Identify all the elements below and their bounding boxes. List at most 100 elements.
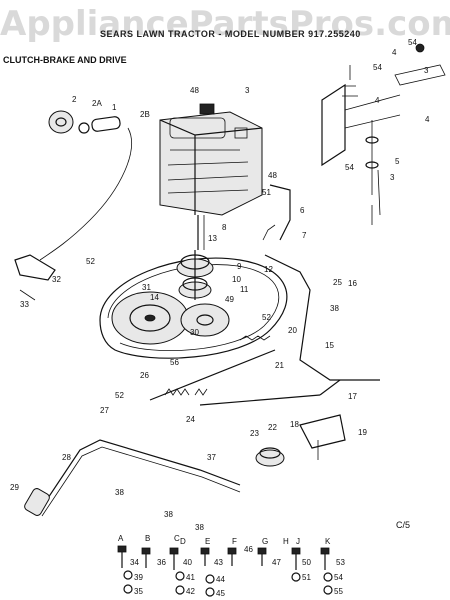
callout-40c: 38	[164, 510, 173, 519]
lower-idler-pulley	[255, 447, 285, 467]
callout-16: 14	[150, 293, 159, 302]
callout-40: 38	[330, 304, 339, 313]
hw-42: 40	[183, 558, 192, 567]
callout-6b: 4	[425, 115, 430, 124]
brake-lever	[14, 254, 56, 301]
callout-54b: 52	[262, 313, 271, 322]
callout-5: 3	[424, 66, 429, 75]
section-title: CLUTCH-BRAKE AND DRIVE	[3, 55, 127, 65]
callout-34: 32	[52, 275, 61, 284]
hw-48: 46	[244, 545, 253, 554]
hw-letter-e: E	[205, 537, 210, 546]
idler-pulley-assembly	[39, 110, 132, 261]
callout-2b: 2B	[140, 110, 150, 119]
callout-19: 17	[348, 392, 357, 401]
hw-36: 34	[130, 558, 139, 567]
callout-54: 52	[86, 257, 95, 266]
callout-58: 56	[170, 358, 179, 367]
corner-code: C/5	[396, 520, 411, 530]
callout-24: 22	[268, 423, 277, 432]
callout-31: 29	[10, 483, 19, 492]
belt-guard	[99, 257, 288, 359]
callout-40b: 38	[115, 488, 124, 497]
callout-33: 31	[142, 283, 151, 292]
callout-18: 16	[348, 279, 357, 288]
hw-letter-b: B	[145, 534, 150, 543]
hw-letter-f: F	[232, 537, 237, 546]
callout-4: 4	[392, 48, 397, 57]
callout-1: 1	[112, 103, 117, 112]
bracket	[299, 414, 346, 460]
callout-53: 51	[262, 188, 271, 197]
hw-43: 41	[186, 573, 195, 582]
hw-55: 53	[336, 558, 345, 567]
linkage-rod	[262, 224, 380, 381]
callout-14: 12	[264, 265, 273, 274]
hw-letter-c: C	[174, 534, 180, 543]
hw-letter-a: A	[118, 534, 124, 543]
callout-26: 24	[186, 415, 195, 424]
callout-39: 37	[207, 453, 216, 462]
callout-15: 13	[208, 234, 217, 243]
shift-rod	[24, 439, 241, 517]
callout-22: 20	[288, 326, 297, 335]
hw-47: 45	[216, 589, 225, 598]
engine-shaft	[197, 215, 205, 250]
callout-labels: 2 2A 1 2B 48 3 54 4 3 54 4 4 5 54 3 6 7 …	[10, 38, 430, 532]
hw-letter-j: J	[296, 537, 300, 546]
hw-letter-k: K	[325, 537, 331, 546]
callout-6: 4	[375, 96, 380, 105]
hw-41: 39	[134, 573, 143, 582]
callout-8: 6	[300, 206, 305, 215]
callout-21: 19	[358, 428, 367, 437]
right-hardware-stack	[269, 43, 446, 241]
callout-10: 8	[222, 223, 227, 232]
hw-46: 44	[216, 575, 225, 584]
callout-30: 28	[62, 453, 71, 462]
diagram-header: SEARS LAWN TRACTOR - MODEL NUMBER 917.25…	[100, 29, 361, 39]
watermark: AppliancePartsPros.com	[0, 4, 450, 44]
hw-37: 35	[134, 587, 143, 596]
hw-44: 42	[186, 587, 195, 596]
callout-35: 33	[20, 300, 29, 309]
hw-letter-h: H	[283, 537, 289, 546]
upper-pulleys	[176, 250, 214, 300]
callout-56: 54	[408, 38, 417, 47]
callout-27: 25	[333, 278, 342, 287]
hardware-row	[117, 545, 333, 597]
callout-28: 26	[140, 371, 149, 380]
callout-40d: 38	[195, 523, 204, 532]
callout-25: 23	[250, 429, 259, 438]
callout-56c: 54	[345, 163, 354, 172]
callout-56b: 54	[373, 63, 382, 72]
hw-52: 50	[302, 558, 311, 567]
callout-17: 15	[325, 341, 334, 350]
callout-9: 7	[302, 231, 307, 240]
callout-29: 27	[100, 406, 109, 415]
callout-20: 18	[290, 420, 299, 429]
callout-23: 21	[275, 361, 284, 370]
hw-letter-g: G	[262, 537, 268, 546]
hw-45: 43	[214, 558, 223, 567]
callout-32: 30	[190, 328, 199, 337]
hw-53: 51	[302, 573, 311, 582]
callout-13: 11	[240, 285, 249, 294]
callout-5b: 3	[390, 173, 395, 182]
callout-51: 49	[225, 295, 234, 304]
callout-54c: 52	[115, 391, 124, 400]
callout-2: 2	[72, 95, 77, 104]
callout-3: 3	[245, 86, 250, 95]
hw-57: 55	[334, 587, 343, 596]
hw-49: 47	[272, 558, 281, 567]
callout-50b: 48	[268, 171, 277, 180]
springs	[164, 335, 271, 396]
hardware-labels: A B C D E F G H J K 34 36 40 43 46 47 50…	[118, 534, 345, 598]
callout-2a: 2A	[92, 99, 102, 108]
callout-11: 9	[237, 262, 242, 271]
hw-38: 36	[157, 558, 166, 567]
callout-7: 5	[395, 157, 400, 166]
callout-50: 48	[190, 86, 199, 95]
engine	[159, 103, 263, 216]
callout-12: 10	[232, 275, 241, 284]
